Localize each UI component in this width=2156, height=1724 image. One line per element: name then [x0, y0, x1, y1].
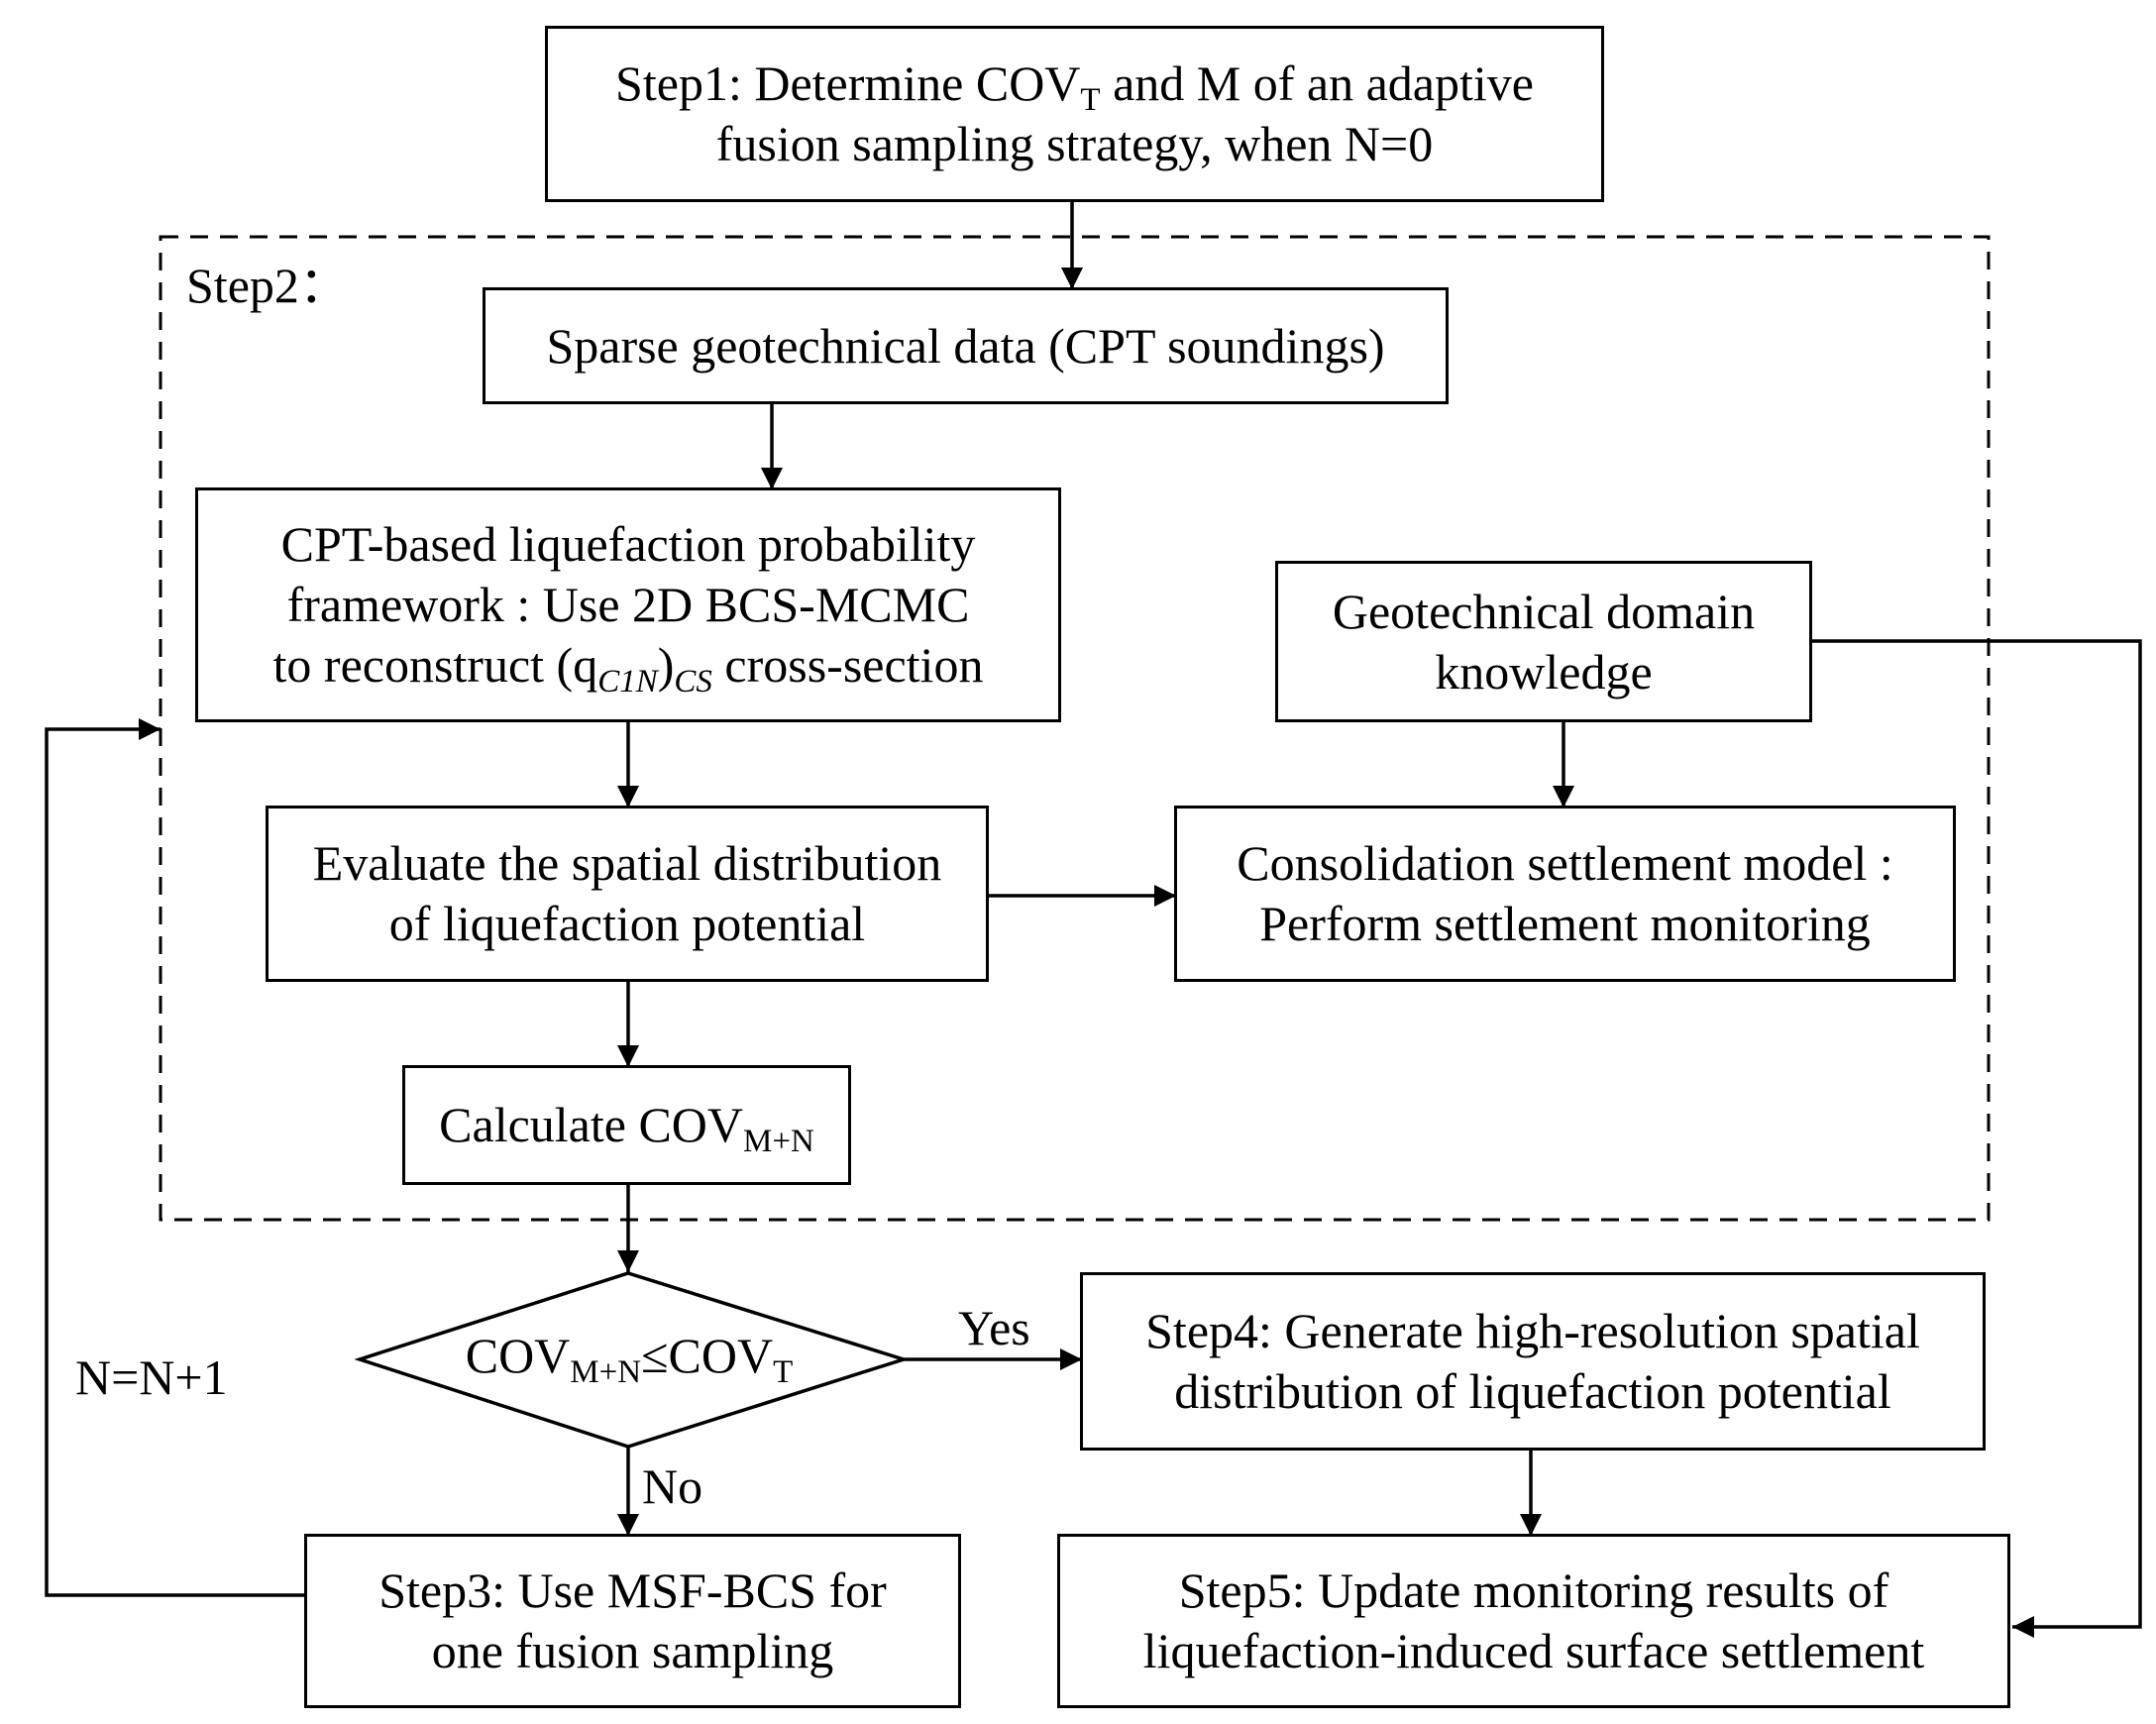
consolidation-line1: Consolidation settlement model :	[1237, 835, 1893, 891]
evaluate-box: Evaluate the spatial distribution of liq…	[266, 806, 989, 982]
no-label: No	[642, 1458, 703, 1514]
arrow-step3-loop-back	[45, 718, 305, 1597]
cpt-framework-line2: framework : Use 2D BCS-MCMC	[286, 577, 970, 632]
decision-text: COVM+N≤COVT	[465, 1328, 794, 1390]
domain-knowledge-box: Geotechnical domain knowledge	[1275, 561, 1812, 722]
step1-line2: fusion sampling strategy, when N=0	[715, 116, 1434, 171]
sparse-data-text: Sparse geotechnical data (CPT soundings)	[546, 317, 1385, 374]
calculate-text: Calculate COVM+N	[439, 1097, 814, 1159]
yes-label: Yes	[958, 1300, 1030, 1355]
step1-line1: Step1: Determine COVT and M of an adapti…	[615, 55, 1534, 118]
step4-box: Step4: Generate high-resolution spatial …	[1080, 1272, 1986, 1451]
cpt-framework-line1: CPT-based liquefaction probability	[280, 516, 976, 572]
arrow-knowledge-to-step5	[1812, 639, 2142, 1638]
cpt-framework-line3: to reconstruct (qC1N)CS cross-section	[272, 637, 984, 700]
consolidation-line2: Perform settlement monitoring	[1259, 896, 1871, 951]
loop-label: N=N+1	[75, 1349, 228, 1405]
evaluate-line1: Evaluate the spatial distribution	[312, 835, 942, 891]
step2-label: Step2：	[186, 258, 349, 313]
step1-box: Step1: Determine COVT and M of an adapti…	[545, 26, 1604, 202]
step4-line2: distribution of liquefaction potential	[1174, 1363, 1891, 1419]
step3-box: Step3: Use MSF-BCS for one fusion sampli…	[304, 1534, 961, 1708]
domain-knowledge-line1: Geotechnical domain	[1332, 583, 1756, 639]
step5-line2: liquefaction-induced surface settlement	[1142, 1623, 1925, 1678]
cpt-framework-box: CPT-based liquefaction probability frame…	[195, 487, 1061, 722]
domain-knowledge-line2: knowledge	[1435, 643, 1653, 700]
step5-line1: Step5: Update monitoring results of	[1178, 1562, 1889, 1618]
calculate-box: Calculate COVM+N	[402, 1065, 851, 1185]
consolidation-box: Consolidation settlement model : Perform…	[1174, 806, 1956, 982]
step4-line1: Step4: Generate high-resolution spatial	[1145, 1303, 1920, 1358]
step3-line1: Step3: Use MSF-BCS for	[378, 1562, 887, 1618]
step3-line2: one fusion sampling	[431, 1623, 834, 1678]
step5-box: Step5: Update monitoring results of liqu…	[1057, 1534, 2010, 1708]
sparse-data-box: Sparse geotechnical data (CPT soundings)	[483, 287, 1449, 404]
evaluate-line2: of liquefaction potential	[388, 896, 866, 951]
